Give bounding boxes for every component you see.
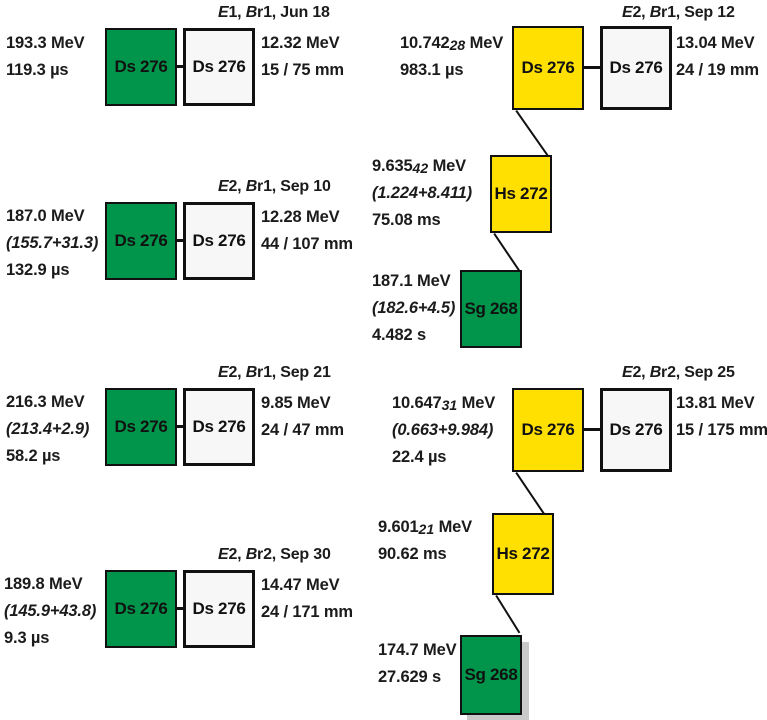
box-implant-ds276[interactable]: Ds 276 (105, 570, 177, 648)
box-decay-ds276[interactable]: Ds 276 (600, 26, 672, 110)
chain-1-right-labels: 12.32 MeV 15 / 75 mm (261, 30, 344, 84)
chain-4-header: E2, Br2, Sep 30 (218, 546, 331, 563)
label-position: 15 / 175 mm (676, 421, 767, 439)
box-hs272[interactable]: Hs 272 (490, 155, 552, 233)
connector-horizontal (584, 428, 610, 431)
chain-5-sg268-labels: 187.1 MeV (182.6+4.5) 4.482 s (372, 268, 455, 349)
chain-6-hs272-labels: 9.60121 MeV 90.62 ms (378, 514, 472, 568)
chain-5-header: E2, Br1, Sep 12 (622, 4, 735, 21)
label-alpha-energy: 14.47 MeV (261, 576, 340, 594)
box-sg268[interactable]: Sg 268 (460, 635, 522, 715)
label-energy: 174.7 MeV (378, 641, 457, 659)
chain-2-header: E2, Br1, Sep 10 (218, 178, 331, 195)
label-time: 58.2 µs (6, 447, 61, 465)
box-implant-ds276[interactable]: Ds 276 (512, 26, 584, 110)
box-decay-ds276[interactable]: Ds 276 (183, 388, 255, 466)
label-alpha-energy: 12.28 MeV (261, 208, 340, 226)
connector-diagonal-ds-to-hs (515, 110, 552, 161)
box-decay-ds276[interactable]: Ds 276 (183, 202, 255, 280)
label-energy: 9.60121 MeV (378, 518, 473, 537)
chain-5-left-labels: 10.74228 MeV 983.1 µs (400, 30, 503, 84)
label-energy-split: (182.6+4.5) (372, 299, 456, 317)
label-time: 9.3 µs (4, 629, 50, 647)
box-hs272[interactable]: Hs 272 (492, 513, 554, 595)
label-energy-split: (213.4+2.9) (6, 420, 90, 438)
label-time: 27.629 s (378, 668, 442, 686)
label-alpha-energy: 9.85 MeV (261, 394, 331, 412)
chain-3-right-labels: 9.85 MeV 24 / 47 mm (261, 390, 344, 444)
chain-2-left-labels: 187.0 MeV (155.7+31.3) 132.9 µs (6, 203, 98, 284)
label-energy-split: (155.7+31.3) (6, 234, 99, 252)
label-position: 24 / 19 mm (676, 61, 759, 79)
label-energy: 9.63542 MeV (372, 157, 467, 176)
connector-diagonal-hs-to-sg (495, 595, 521, 634)
chain-6-right-labels: 13.81 MeV 15 / 175 mm (676, 390, 767, 444)
chain-1-header: E1, Br1, Jun 18 (218, 4, 330, 21)
box-decay-ds276[interactable]: Ds 276 (183, 570, 255, 648)
label-energy: 216.3 MeV (6, 393, 85, 411)
chain-3-header: E2, Br1, Sep 21 (218, 364, 331, 381)
chain-6-left-labels: 10.64731 MeV (0.663+9.984) 22.4 µs (392, 390, 495, 471)
connector-diagonal-hs-to-sg (493, 233, 522, 274)
label-alpha-energy: 13.04 MeV (676, 34, 755, 52)
label-alpha-energy: 13.81 MeV (676, 394, 755, 412)
chain-4-right-labels: 14.47 MeV 24 / 171 mm (261, 572, 353, 626)
label-time: 90.62 ms (378, 545, 447, 563)
connector-horizontal (584, 66, 610, 69)
label-energy: 187.0 MeV (6, 207, 85, 225)
label-time: 4.482 s (372, 326, 427, 344)
chain-3-left-labels: 216.3 MeV (213.4+2.9) 58.2 µs (6, 389, 89, 470)
label-energy: 10.74228 MeV (400, 34, 504, 53)
label-energy-split: (1.224+8.411) (372, 184, 473, 202)
box-implant-ds276[interactable]: Ds 276 (105, 28, 177, 106)
box-decay-ds276[interactable]: Ds 276 (183, 28, 255, 106)
label-position: 24 / 171 mm (261, 603, 353, 621)
box-decay-ds276[interactable]: Ds 276 (600, 388, 672, 472)
chain-5-hs272-labels: 9.63542 MeV (1.224+8.411) 75.08 ms (372, 153, 472, 234)
chain-4-left-labels: 189.8 MeV (145.9+43.8) 9.3 µs (4, 571, 96, 652)
chain-1-left-labels: 193.3 MeV 119.3 µs (6, 30, 85, 84)
label-position: 15 / 75 mm (261, 61, 344, 79)
label-position: 44 / 107 mm (261, 235, 353, 253)
label-alpha-energy: 12.32 MeV (261, 34, 340, 52)
label-energy-split: (145.9+43.8) (4, 602, 97, 620)
label-energy: 193.3 MeV (6, 34, 85, 52)
box-implant-ds276[interactable]: Ds 276 (105, 202, 177, 280)
label-time: 983.1 µs (400, 61, 464, 79)
label-time: 22.4 µs (392, 448, 447, 466)
chain-6-sg268-labels: 174.7 MeV 27.629 s (378, 637, 457, 691)
chain-5-right-labels: 13.04 MeV 24 / 19 mm (676, 30, 759, 84)
box-implant-ds276[interactable]: Ds 276 (512, 388, 584, 472)
chain-2-right-labels: 12.28 MeV 44 / 107 mm (261, 204, 353, 258)
label-energy-split: (0.663+9.984) (392, 421, 494, 439)
label-energy: 10.64731 MeV (392, 394, 496, 413)
label-time: 119.3 µs (6, 61, 69, 79)
label-position: 24 / 47 mm (261, 421, 344, 439)
label-energy: 189.8 MeV (4, 575, 83, 593)
box-implant-ds276[interactable]: Ds 276 (105, 388, 177, 466)
label-energy: 187.1 MeV (372, 272, 451, 290)
label-time: 75.08 ms (372, 211, 441, 229)
box-sg268[interactable]: Sg 268 (460, 270, 522, 348)
label-time: 132.9 µs (6, 261, 70, 279)
chain-6-header: E2, Br2, Sep 25 (622, 364, 735, 381)
